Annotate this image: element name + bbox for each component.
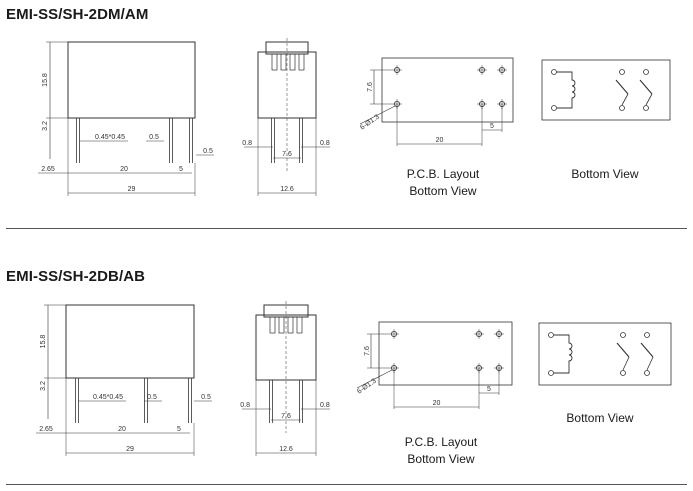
coil-terminal [548, 332, 554, 338]
offset-dimension: 2.65 [39, 426, 53, 433]
side-offset-dimension: 0.8 [240, 402, 250, 409]
side-offset-dimension: 0.8 [320, 402, 330, 409]
pin-size-dimension: 0.45*0.45 [93, 394, 123, 401]
pcb-span-dimension: 20 [433, 400, 441, 407]
pcb-span-dimension: 20 [436, 137, 444, 144]
relay-end-slot [278, 316, 285, 334]
width-dimension: 12.6 [279, 446, 293, 453]
gap-dimension: 5 [179, 166, 183, 173]
pitch-dimension: 0.5 [147, 394, 157, 401]
contact-terminal [619, 69, 625, 75]
relay-section-drawing: 15.8 3.2 0.45*0.45 0.5 0.5 2.65 20 5 29 0.8 0.8 7.6… [36, 301, 672, 456]
side-pitch-dimension: 7.6 [282, 151, 292, 158]
relay-side-body [67, 41, 196, 119]
offset-dimension: 2.65 [41, 166, 55, 173]
pcb-gap-dimension: 5 [487, 386, 491, 393]
relay-end-slot [298, 53, 305, 71]
switch-contact [621, 93, 629, 106]
contact-terminal [643, 69, 649, 75]
hole-diameter-dimension: 6-Ø1.3 [359, 114, 381, 132]
relay-end-slot [287, 316, 294, 334]
relay-end-body [255, 314, 317, 381]
pcb-layout-caption: P.C.B. Layout Bottom View [371, 434, 511, 468]
bottom-view-outline [541, 59, 671, 121]
switch-contact [639, 79, 653, 95]
relay-section-drawing: 15.8 3.2 0.45*0.45 0.5 0.5 2.65 20 5 29 0.8 0.8 7.6… [38, 38, 671, 196]
bottom-view-outline [538, 322, 672, 386]
contact-terminal [620, 370, 626, 376]
contact-terminal [643, 105, 649, 111]
height-dimension: 15.8 [40, 335, 47, 349]
switch-contact [616, 342, 630, 358]
section-title: EMI-SS/SH-2DM/AM [6, 6, 149, 23]
contact-terminal [644, 332, 650, 338]
pcb-outline [378, 321, 513, 386]
span-dimension: 20 [118, 426, 126, 433]
length-dimension: 29 [126, 446, 134, 453]
side-offset-dimension: 0.8 [242, 140, 252, 147]
switch-contact [645, 93, 653, 106]
coil-symbol [554, 334, 573, 374]
pcb-row-dimension: 7.6 [367, 82, 374, 92]
pcb-outline [381, 57, 514, 123]
pcb-layout-label: P.C.B. Layout [404, 435, 478, 449]
pcb-bottom-view-label: Bottom View [407, 452, 475, 466]
pcb-layout-caption: P.C.B. Layout Bottom View [373, 166, 513, 200]
pcb-layout-label: P.C.B. Layout [406, 167, 480, 181]
bottom-view-caption: Bottom View [566, 411, 634, 425]
side-pitch-dimension: 7.6 [281, 413, 291, 420]
pitch-dimension: 0.5 [149, 134, 159, 141]
width-dimension: 12.6 [280, 186, 294, 193]
pin-size-dimension: 0.45*0.45 [95, 134, 125, 141]
pcb-gap-dimension: 5 [490, 123, 494, 130]
relay-end-slot [289, 53, 296, 71]
leader-line [356, 369, 393, 389]
hole-diameter-dimension: 6-Ø1.3 [356, 378, 378, 396]
relay-side-body [65, 304, 195, 379]
contact-terminal [644, 370, 650, 376]
side-offset-dimension: 0.8 [320, 140, 330, 147]
coil-symbol [557, 71, 576, 109]
pitch-dimension: 0.5 [201, 394, 211, 401]
section-title: EMI-SS/SH-2DB/AB [6, 268, 146, 285]
contact-terminal [620, 332, 626, 338]
contact-terminal [619, 105, 625, 111]
leader-line [359, 105, 396, 125]
section-divider [6, 228, 687, 229]
gap-dimension: 5 [177, 426, 181, 433]
relay-end-slot [269, 316, 276, 334]
height-dimension: 15.8 [42, 73, 49, 87]
section-divider [6, 484, 687, 485]
pcb-bottom-view-label: Bottom View [409, 184, 477, 198]
relay-end-slot [271, 53, 278, 71]
relay-end-slot [280, 53, 287, 71]
coil-terminal [551, 105, 557, 111]
coil-terminal [548, 370, 554, 376]
pcb-row-dimension: 7.6 [364, 346, 371, 356]
span-dimension: 20 [120, 166, 128, 173]
pin-length-dimension: 3.2 [42, 121, 49, 131]
switch-contact [646, 356, 654, 371]
pitch-dimension: 0.5 [203, 148, 213, 155]
coil-terminal [551, 69, 557, 75]
length-dimension: 29 [128, 186, 136, 193]
switch-contact [615, 79, 629, 95]
switch-contact [622, 356, 630, 371]
pin-length-dimension: 3.2 [40, 381, 47, 391]
relay-end-slot [296, 316, 303, 334]
bottom-view-caption: Bottom View [571, 167, 639, 181]
switch-contact [640, 342, 654, 358]
